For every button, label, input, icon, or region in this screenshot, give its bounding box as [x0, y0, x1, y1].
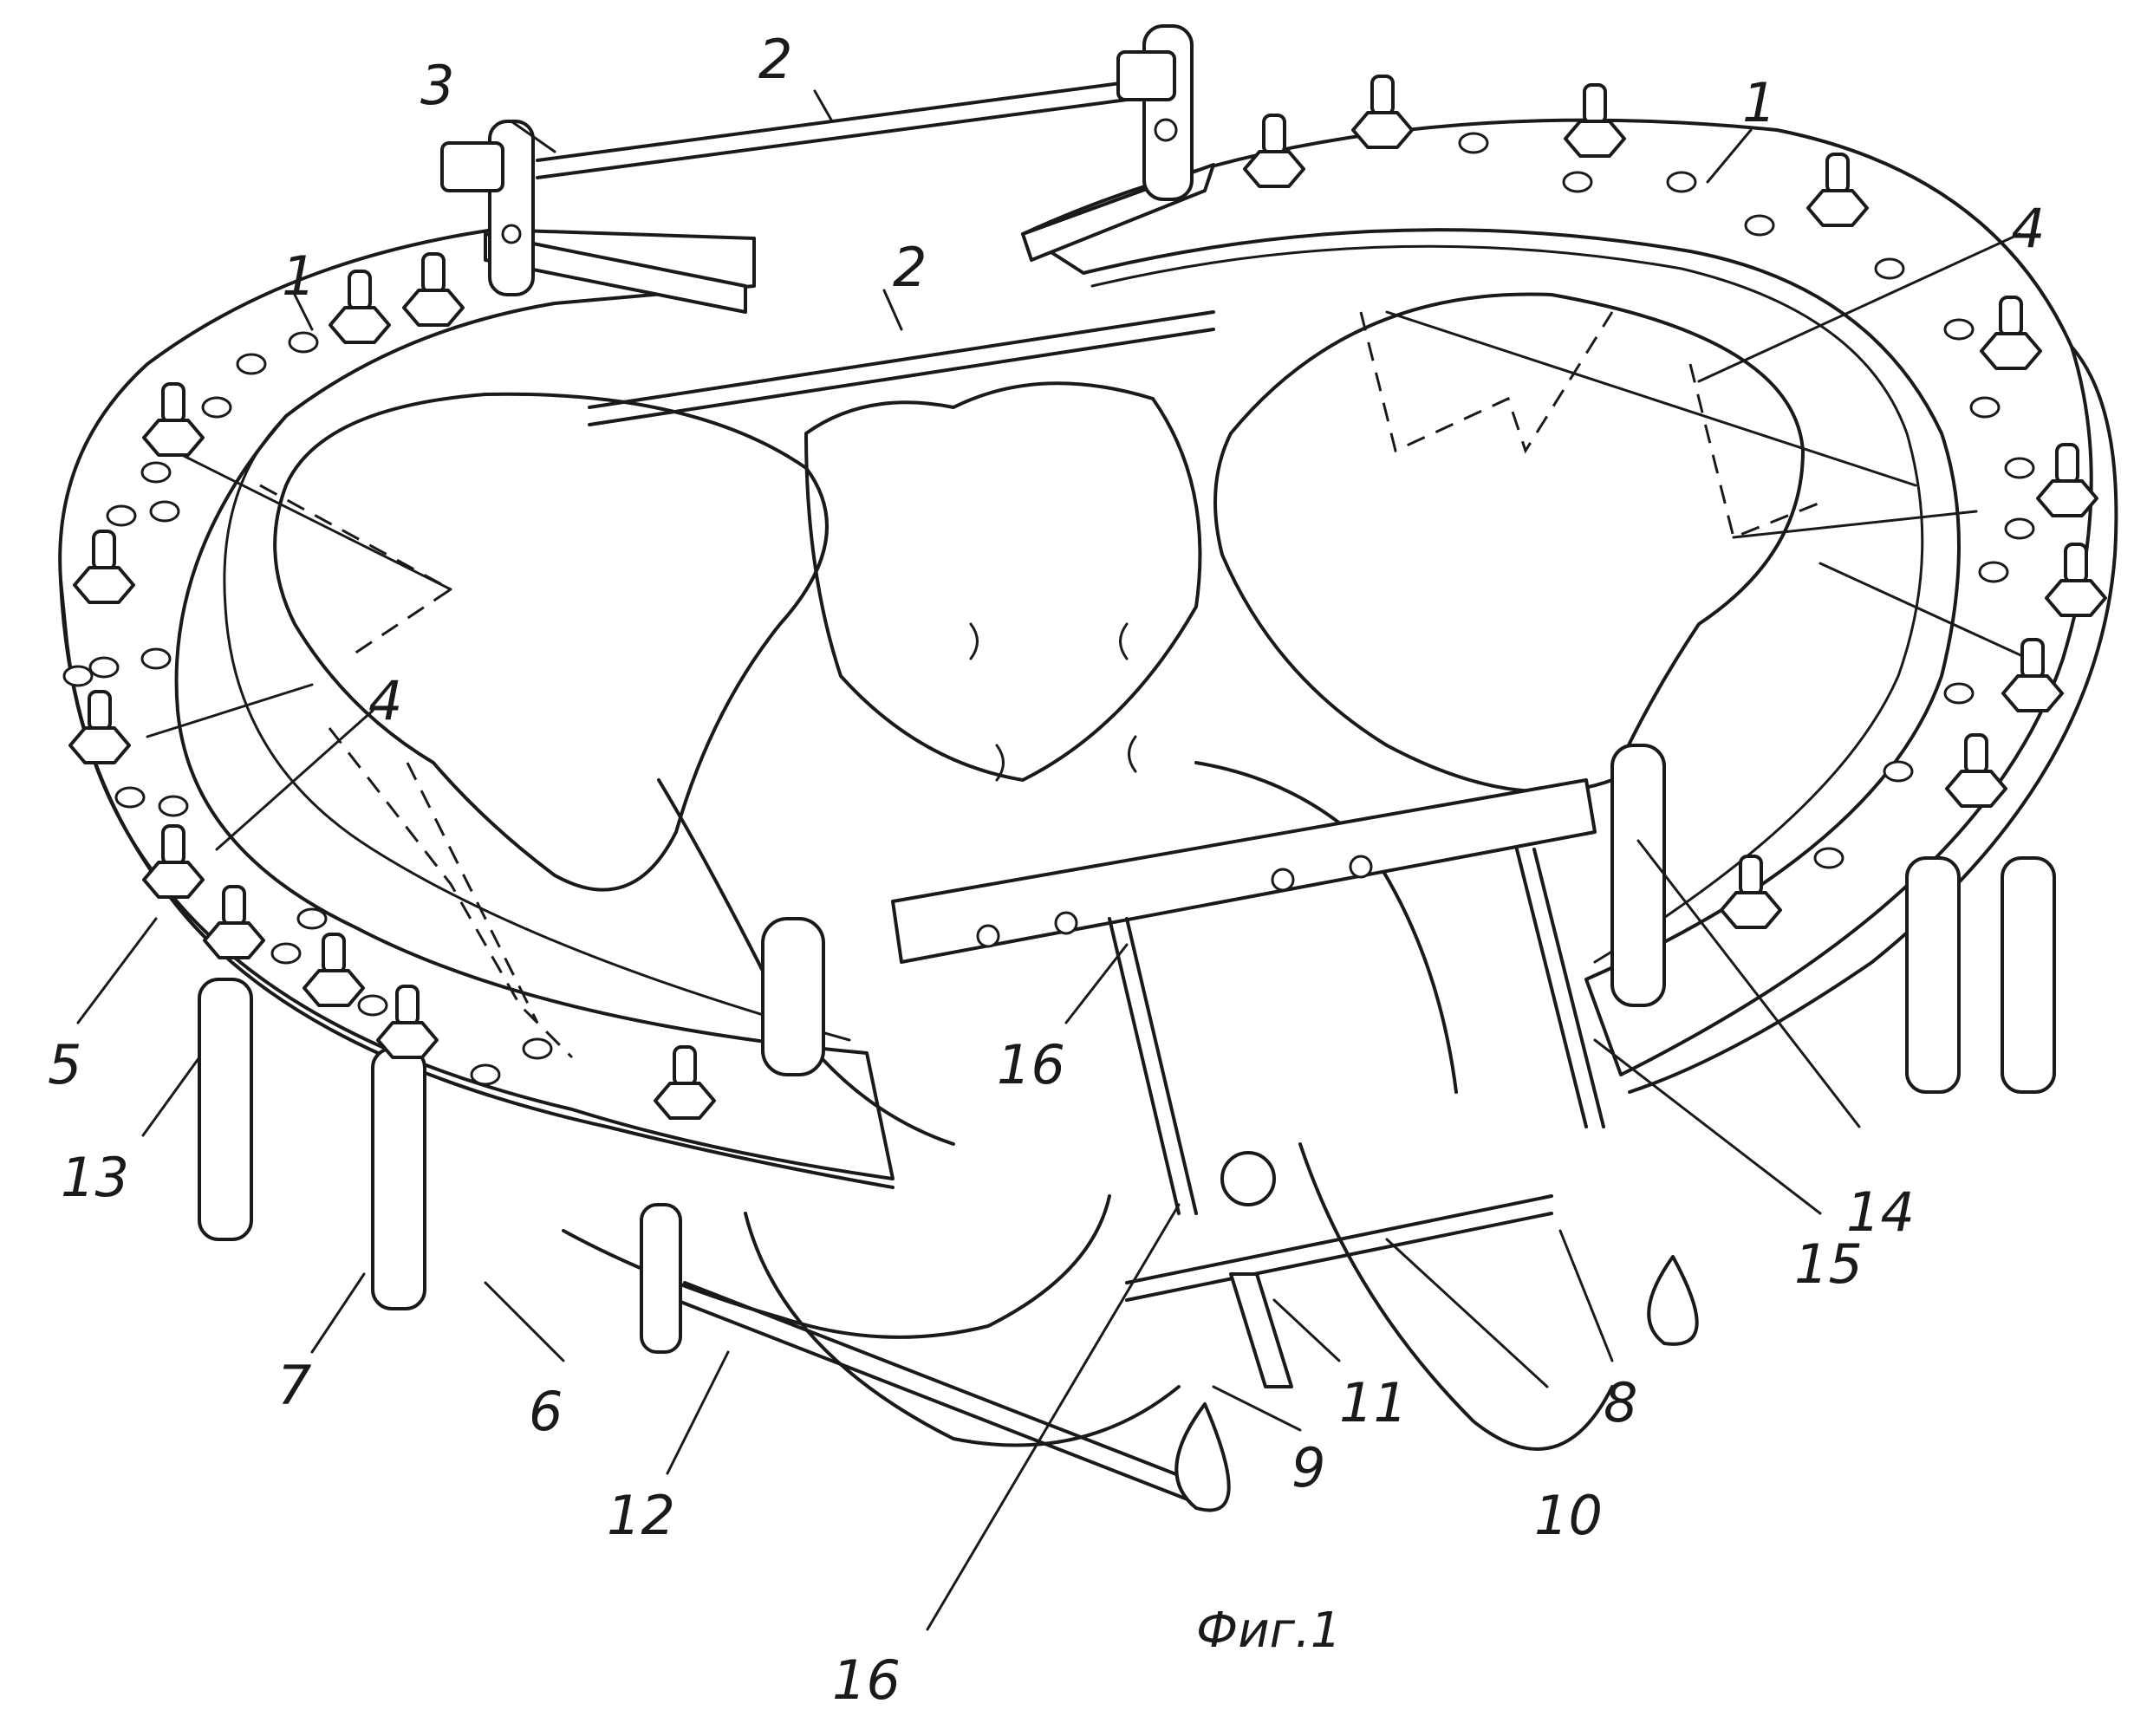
- callout-3: 3: [420, 54, 454, 117]
- ring-hole: [1876, 259, 1903, 278]
- ring-hole: [290, 333, 317, 352]
- ring-hole: [142, 649, 170, 668]
- ring-hole: [1564, 172, 1591, 192]
- ring-hole: [203, 398, 231, 417]
- callout-6: 6: [529, 1380, 563, 1443]
- ring-hole: [472, 1065, 499, 1084]
- front-bar: [763, 745, 1664, 1075]
- ring-hole: [2006, 458, 2033, 478]
- ring-hole: [1945, 684, 1973, 703]
- ring-hole: [90, 658, 118, 677]
- ring-hole: [116, 788, 144, 807]
- callout-16-lower: 16: [832, 1648, 901, 1712]
- callout-1-right: 1: [1742, 71, 1776, 134]
- callout-4-right: 4: [2011, 197, 2045, 260]
- hex-nut: [1353, 76, 1412, 147]
- ring-hole: [1980, 562, 2007, 582]
- ring-hole: [142, 463, 170, 482]
- callout-4-left: 4: [368, 669, 402, 732]
- ring-hole: [272, 944, 300, 963]
- ring-hole: [107, 506, 135, 525]
- ring-hole: [151, 502, 179, 521]
- ring-hole: [237, 354, 265, 374]
- callout-15: 15: [1794, 1232, 1863, 1296]
- ring-hole: [1668, 172, 1695, 192]
- ring-hole: [298, 909, 326, 928]
- callout-13: 13: [61, 1146, 129, 1209]
- ring-hole: [2006, 519, 2033, 538]
- callout-12: 12: [607, 1484, 675, 1547]
- ring-hole: [159, 796, 187, 816]
- callout-9: 9: [1291, 1436, 1325, 1499]
- ring-hole: [1971, 398, 1999, 417]
- figure-caption: Фиг.1: [1196, 1603, 1341, 1659]
- callout-10: 10: [1534, 1484, 1603, 1547]
- ring-hole: [1884, 762, 1912, 781]
- callout-16-upper: 16: [997, 1033, 1065, 1096]
- callout-7: 7: [277, 1354, 311, 1417]
- callout-2-middle: 2: [893, 236, 927, 299]
- ring-hole: [1815, 848, 1843, 868]
- ring-hole: [1945, 320, 1973, 339]
- callout-8: 8: [1604, 1371, 1637, 1434]
- callout-11: 11: [1339, 1371, 1408, 1434]
- ring-hole: [1460, 133, 1487, 153]
- ring-hole: [1746, 216, 1773, 235]
- callout-2-top: 2: [758, 28, 792, 91]
- callout-5: 5: [48, 1033, 81, 1096]
- ring-hole: [64, 666, 92, 686]
- ring-hole: [359, 996, 387, 1015]
- ring-hole: [524, 1039, 551, 1058]
- callout-1-left: 1: [282, 244, 316, 308]
- pelvis-outline: [275, 294, 1803, 1449]
